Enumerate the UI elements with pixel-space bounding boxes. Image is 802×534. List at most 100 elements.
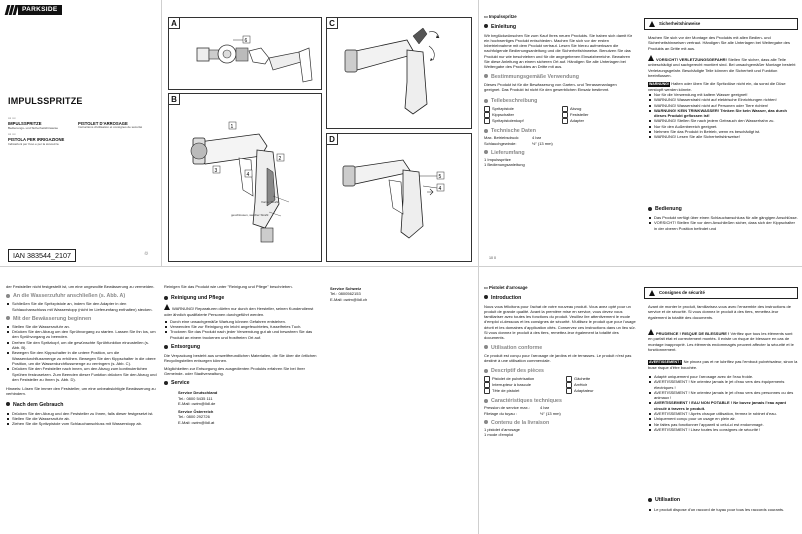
de-connect-steps: Schließen Sie die Spritzpistole an, inde… — [6, 301, 158, 312]
de-care-lead: Reinigen Sie das Produkt wie unter "Rein… — [164, 284, 293, 289]
de-safety-item: WARNUNG! KEIN TRINKWASSER! Trinken Sie k… — [648, 108, 798, 119]
figure-panel-d: D 5 4 — [326, 133, 472, 262]
fr-use-text: Ce produit est conçu pour l'arrosage de … — [484, 352, 632, 363]
svg-text:4: 4 — [439, 186, 442, 192]
de-intro-text: Wir beglückwünschen Sie zum Kauf Ihres n… — [484, 32, 633, 70]
de-safety-item: WARNUNG! Stellen Sie nach jedem Gebrauch… — [648, 118, 798, 123]
de-start-step: Drehen Sie den Spritzkopf, um die gewüns… — [6, 340, 158, 351]
de-safety-item: WARNUNG! Lesen Sie alle Sicherheitshinwe… — [648, 134, 798, 139]
de-tech-row-1: Max. Betriebsdruck:4 bar — [484, 135, 542, 141]
fr-warning-2: AVERTISSEMENT ! Ne pincez pas et ne lubr… — [648, 359, 798, 371]
de-disposal-heading: Entsorgung — [164, 344, 320, 351]
warning-triangle-icon — [164, 304, 170, 311]
de-start-step: Drücken Sie den Feststeller nach innen, … — [6, 366, 158, 382]
fr-safety-intro: Avant de monter le produit, familiarisez… — [648, 304, 791, 320]
part-1-icon — [484, 376, 490, 383]
fr-intro-text: Nous vous félicitons pour l'achat de vot… — [484, 303, 636, 341]
de-safety-item: Nur für die Verwendung mit kaltem Wasser… — [648, 92, 798, 97]
de-part-4: Abzug — [562, 106, 632, 113]
recycle-icon: ♲ — [144, 251, 149, 257]
de-disposal-text-2: Möglichkeiten zur Entsorgung des ausgedi… — [164, 365, 305, 376]
fr-safety-header: Consignes de sécurité — [644, 287, 798, 299]
brand-logo: PARKSIDE — [4, 5, 62, 15]
figure-panel-a: A 6 — [168, 17, 322, 90]
de-usage-column: der Feststeller nicht festgestellt ist, … — [6, 284, 158, 532]
de-scope-2: 1 Bedienungsanleitung — [484, 162, 525, 168]
fr-page-title: Pistolet d'arrosage — [488, 285, 528, 290]
de-tech-heading: Technische Daten — [484, 128, 634, 135]
warning-triangle-icon — [649, 21, 655, 27]
lang-fr-name: PISTOLET D'ARROSAGE — [78, 121, 128, 126]
de-connect-step: Schließen Sie die Spritzpistole an, inde… — [6, 301, 158, 312]
fr-op-item: Le produit dispose d'un raccord de tuyau… — [648, 507, 798, 512]
service-at: Service Österreich Tel.: 0800 292726 E-M… — [178, 409, 215, 425]
de-safety-item: WARNUNG! Wasserstrahl nicht auf elektris… — [648, 97, 798, 102]
de-start-step: Bewegen Sie den Kippschalter in die unte… — [6, 350, 158, 366]
de-start-step: Stellen Sie die Wasserzufuhr an. — [6, 324, 158, 329]
cover-languages: ▭ ▭ IMPULSSPRITZE Bedienungs- und Sicher… — [8, 116, 148, 146]
svg-text:6: 6 — [245, 38, 248, 44]
fr-tech-heading: Caractéristiques techniques — [484, 398, 636, 405]
part-4-icon — [562, 106, 568, 113]
cover-title: IMPULSSPRITZE — [8, 96, 83, 106]
fr-operation-heading: Utilisation — [648, 497, 680, 504]
de-safety-page: Sicherheitshinweise Machen Sie sich vor … — [644, 18, 798, 266]
de-safety-list: Nur für die Verwendung mit kaltem Wasser… — [648, 92, 798, 140]
fr-operation-list: Le produit dispose d'un raccord de tuyau… — [648, 507, 798, 512]
fr-safety-page: Consignes de sécurité Avant de monter le… — [644, 287, 798, 533]
flag-row-icon: ▭ ▭ — [8, 116, 16, 120]
de-after-step: Stellen Sie die Wasserzufuhr ab. — [6, 416, 158, 421]
de-care-item: Verwenden Sie zur Reinigung ein leicht a… — [164, 324, 320, 329]
de-op-item: VORSICHT! Stellen Sie vor dem Anschließe… — [648, 220, 798, 231]
fr-parts-list: Pistolet de pulvérisation Interrupteur à… — [484, 376, 636, 395]
fr-use-heading: Utilisation conforme — [484, 345, 636, 352]
de-page-title: Impulsspritze — [488, 14, 517, 19]
fr-part-1: Pistolet de pulvérisation — [484, 376, 566, 383]
panel-b-note-2: geschlossen, weicher Strahl — [231, 213, 269, 217]
svg-text:4: 4 — [247, 172, 250, 178]
de-intro-page: ▭ Impulsspritze Einleitung Wir beglückwü… — [484, 14, 634, 264]
fr-safety-item: Uniquement conçu pour un usage en plein … — [648, 416, 798, 421]
fr-page-title-row: ▭ Pistolet d'arrosage — [484, 285, 636, 291]
svg-text:1: 1 — [231, 124, 234, 130]
warning-triangle-icon — [649, 290, 655, 296]
panel-c-label: C — [327, 18, 338, 29]
de-service-heading: Service — [164, 380, 320, 387]
fr-safety-item: AVERTISSEMENT ! Après chaque utilisation… — [648, 411, 798, 416]
spray-gun-adapter-illustration: 6 — [196, 35, 313, 83]
spray-gun-lock-illustration: 5 4 — [342, 159, 445, 239]
brand-name: PARKSIDE — [18, 5, 62, 15]
fr-part-4: Gâchette — [566, 376, 634, 383]
de-safety-item: Nur für den Außenbereich geeignet. — [648, 124, 798, 129]
figure-panel-c: C — [326, 17, 472, 129]
de-care-item: Durch eine unsachgemäße Wartung können G… — [164, 319, 320, 324]
panel-b-label: B — [169, 94, 180, 105]
fr-tech-row-2: Filetage du tuyau :½" (13 mm) — [484, 410, 561, 416]
part-2-icon — [484, 112, 490, 119]
fold-line — [161, 0, 162, 266]
de-warning-1: VORSICHT! VERLETZUNGSGEFAHR! Stellen Sie… — [648, 55, 796, 78]
de-scope-1: 1 Impulsspritze — [484, 156, 511, 162]
de-operation-list: Das Produkt verfügt über einen Schlaucha… — [648, 215, 798, 231]
warning-triangle-icon — [648, 55, 654, 61]
de-start-heading: Mit der Bewässerung beginnen — [6, 316, 158, 323]
de-intro-heading: Einleitung — [484, 24, 634, 31]
ian-number: IAN 383544_2107 — [8, 249, 76, 262]
de-after-steps: Drücken Sie den Abzug und den Feststelle… — [6, 411, 158, 427]
panel-b-note-1: Vorne: Strahl — [261, 200, 279, 204]
part-5-icon — [562, 112, 568, 119]
lang-de-name: IMPULSSPRITZE — [8, 121, 42, 126]
svg-text:2: 2 — [279, 156, 282, 162]
lang-it-sub: Indicazioni per l'uso e per la sicurezza — [8, 142, 59, 146]
de-care-warning: WARNUNG! Reparaturen dürfen nur durch de… — [164, 304, 314, 317]
de-part-1: Spritzpistole — [484, 106, 562, 113]
part-6-icon — [566, 388, 572, 395]
part-1-icon — [484, 106, 490, 113]
page-divider — [478, 0, 479, 266]
de-op-item: Das Produkt verfügt über einen Schlaucha… — [648, 215, 798, 220]
part-5-icon — [566, 382, 572, 389]
fr-safety-item: Ne faites pas fonctionner l'appareil si … — [648, 422, 798, 427]
fr-tech-row-1: Pression de service max.:4 bar — [484, 405, 550, 411]
page-number: 10 0 — [489, 256, 496, 260]
fr-safety-item: AVERTISSEMENT ! Lisez toutes les consign… — [648, 427, 798, 432]
